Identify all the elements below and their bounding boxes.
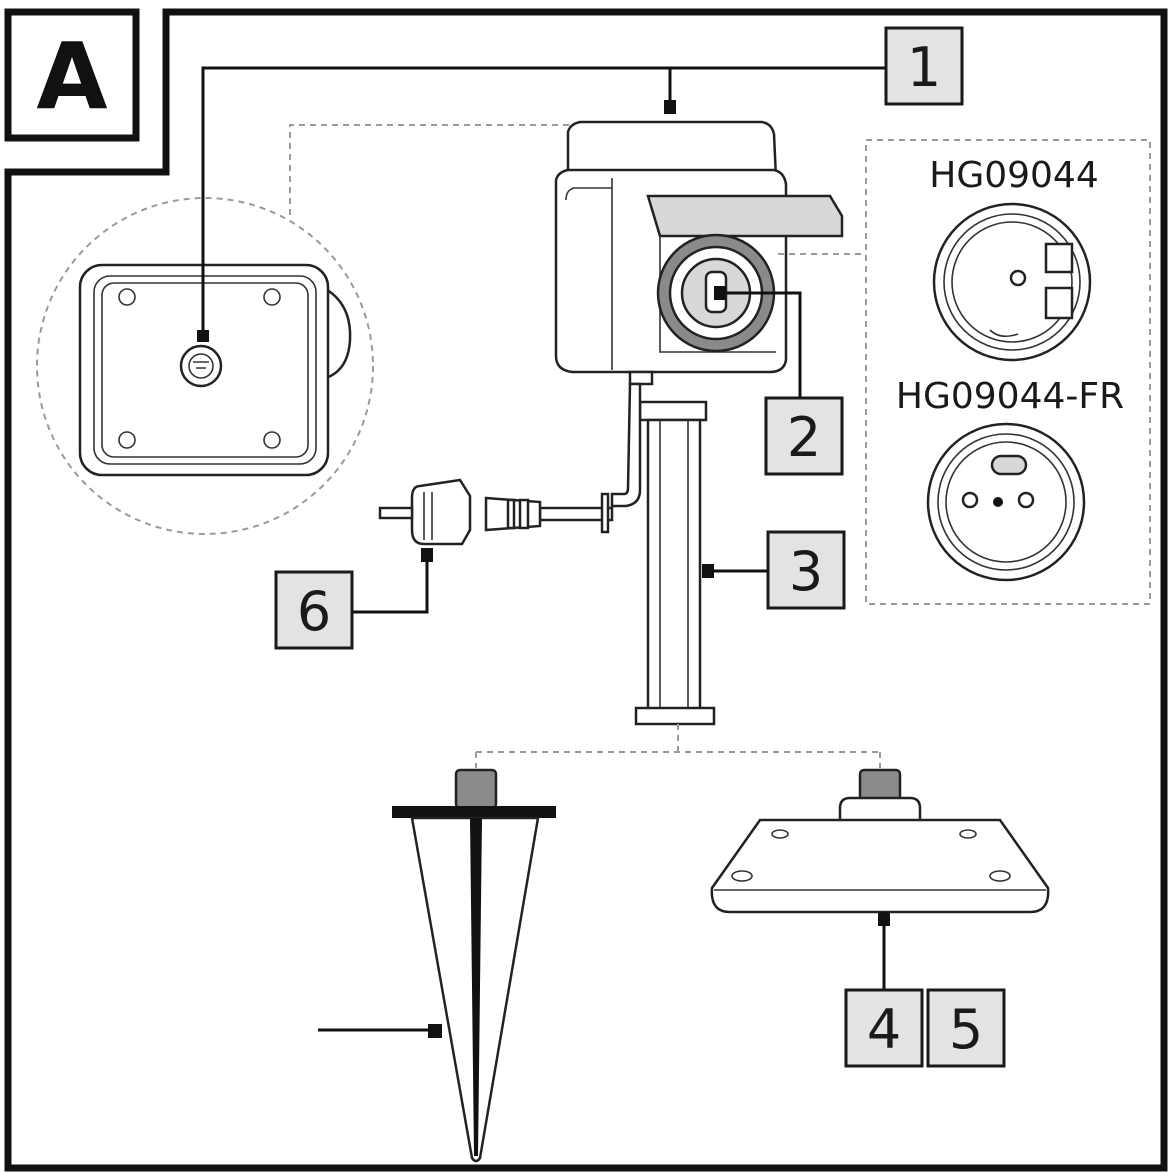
housing-underside-detail: [78, 263, 352, 477]
plug-cable: [378, 478, 614, 546]
variant-standard: HG09044: [929, 155, 1099, 362]
base-plate: [710, 768, 1050, 914]
leader-2: [720, 291, 802, 400]
callout-6: 6: [274, 570, 354, 650]
callout-3: 3: [766, 530, 846, 610]
variant-french: HG09044-FR: [896, 376, 1124, 582]
callout-2-text: 2: [787, 406, 821, 469]
callout-2: 2: [764, 396, 844, 476]
leader-6: [352, 548, 433, 614]
callout-4: 4: [844, 988, 924, 1068]
badge: A: [4, 8, 140, 142]
model-french-label: HG09044-FR: [896, 376, 1124, 417]
socket-housing: [554, 120, 844, 386]
accessory-connector: [475, 724, 881, 768]
ground-spike: [392, 768, 556, 1163]
callout-5-text: 5: [949, 998, 983, 1061]
model-standard-label: HG09044: [929, 155, 1099, 196]
callout-1: 1: [884, 26, 964, 106]
leader-3: [702, 564, 768, 578]
leader-1: [197, 66, 885, 342]
callout-3-text: 3: [789, 540, 823, 603]
leader-spike: [318, 1024, 442, 1038]
callout-6-text: 6: [297, 580, 331, 643]
detail-connector: [289, 124, 570, 215]
callout-4-text: 4: [867, 998, 901, 1061]
badge-letter: A: [36, 23, 107, 130]
callout-5: 5: [926, 988, 1006, 1068]
detail-circle: [36, 197, 374, 535]
callout-1-text: 1: [907, 36, 941, 99]
leader-4-5: [878, 912, 890, 990]
outer-frame: [4, 8, 1168, 1172]
post: [610, 382, 716, 726]
